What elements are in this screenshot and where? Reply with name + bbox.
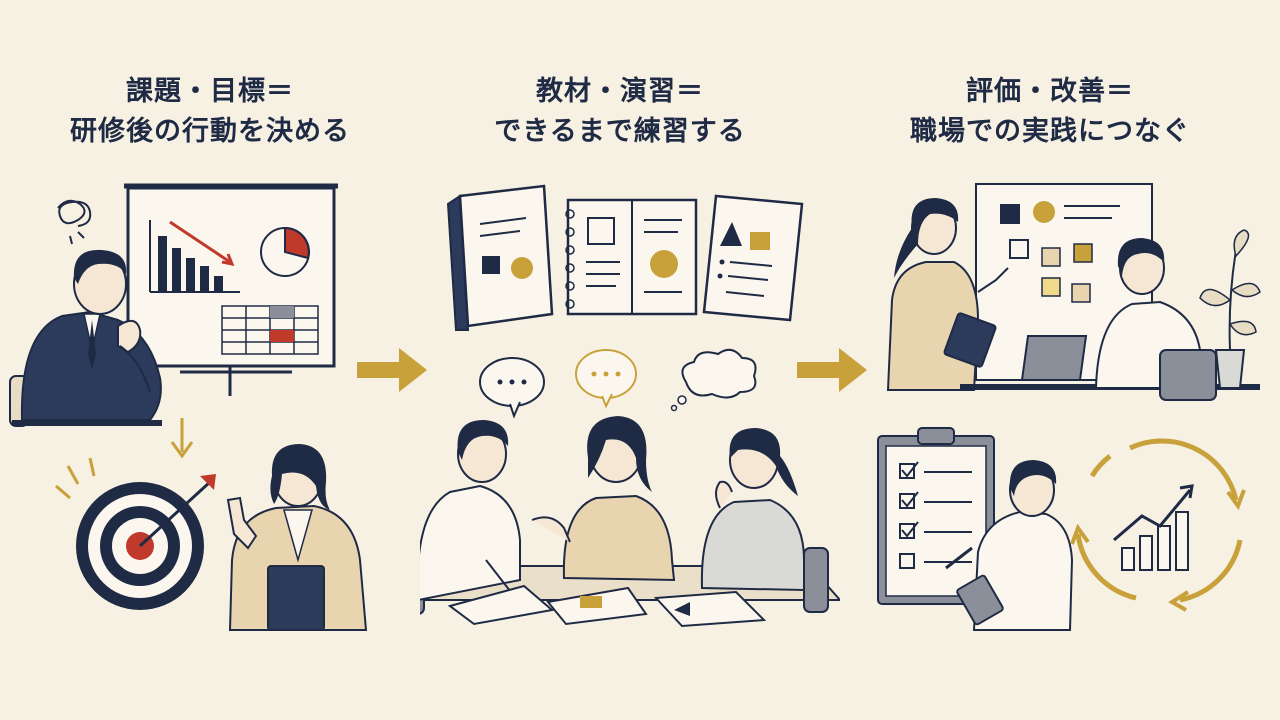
panel-goals: 課題・目標＝ 研修後の行動を決める xyxy=(0,0,380,720)
declining-bar-chart-icon xyxy=(149,220,240,293)
panel-goals-illustration xyxy=(9,183,368,631)
discussing-woman-right xyxy=(700,428,829,613)
worksheet-icon xyxy=(702,194,804,322)
man-taking-notes xyxy=(945,460,1074,631)
discussing-woman-center xyxy=(531,416,676,582)
man-at-laptop xyxy=(960,238,1260,401)
book-icon xyxy=(446,184,554,331)
panel-practice-title-line2: できるまで練習する xyxy=(494,116,746,147)
speech-bubble-icon xyxy=(479,357,545,419)
panel-evaluation-heading: 評価・改善＝ 職場での実践につなぐ xyxy=(840,72,1260,152)
cycle-icon xyxy=(1070,438,1246,612)
thinking-businessman xyxy=(9,249,162,427)
plant-icon xyxy=(1199,229,1261,389)
confused-scribble-icon xyxy=(57,199,92,245)
checklist-icon xyxy=(877,427,995,605)
panel-evaluation: 評価・改善＝ 職場での実践につなぐ xyxy=(860,0,1280,720)
panel-goals-title-line2: 研修後の行動を決める xyxy=(70,116,350,147)
panel-evaluation-illustration xyxy=(877,183,1261,631)
discussing-man xyxy=(420,420,525,615)
panel-goals-heading: 課題・目標＝ 研修後の行動を決める xyxy=(20,72,400,152)
arrow-right-icon xyxy=(357,348,427,392)
growth-chart-icon xyxy=(1113,484,1194,571)
presenter-woman xyxy=(886,198,1009,391)
target-icon xyxy=(55,457,216,610)
woman-with-tablet xyxy=(226,444,368,631)
panel-practice-heading: 教材・演習＝ できるまで練習する xyxy=(410,72,830,152)
panel-evaluation-title-line1: 評価・改善＝ xyxy=(966,76,1134,107)
panel-practice: 教材・演習＝ できるまで練習する xyxy=(420,0,840,720)
panel-goals-title-line1: 課題・目標＝ xyxy=(126,76,294,107)
arrow-right-icon-2 xyxy=(797,348,867,392)
panel-evaluation-title-line2: 職場での実践につなぐ xyxy=(910,116,1190,147)
table-grid-icon xyxy=(221,305,319,355)
worksheets-on-table xyxy=(447,584,767,628)
speech-bubble-gold-icon xyxy=(575,349,637,409)
open-notebook-icon xyxy=(565,198,698,316)
panel-practice-illustration xyxy=(420,184,840,628)
down-arrow-icon xyxy=(170,418,194,459)
panel-practice-title-line1: 教材・演習＝ xyxy=(536,76,704,107)
pie-chart-icon xyxy=(260,226,310,277)
thought-bubble-icon xyxy=(670,348,757,412)
